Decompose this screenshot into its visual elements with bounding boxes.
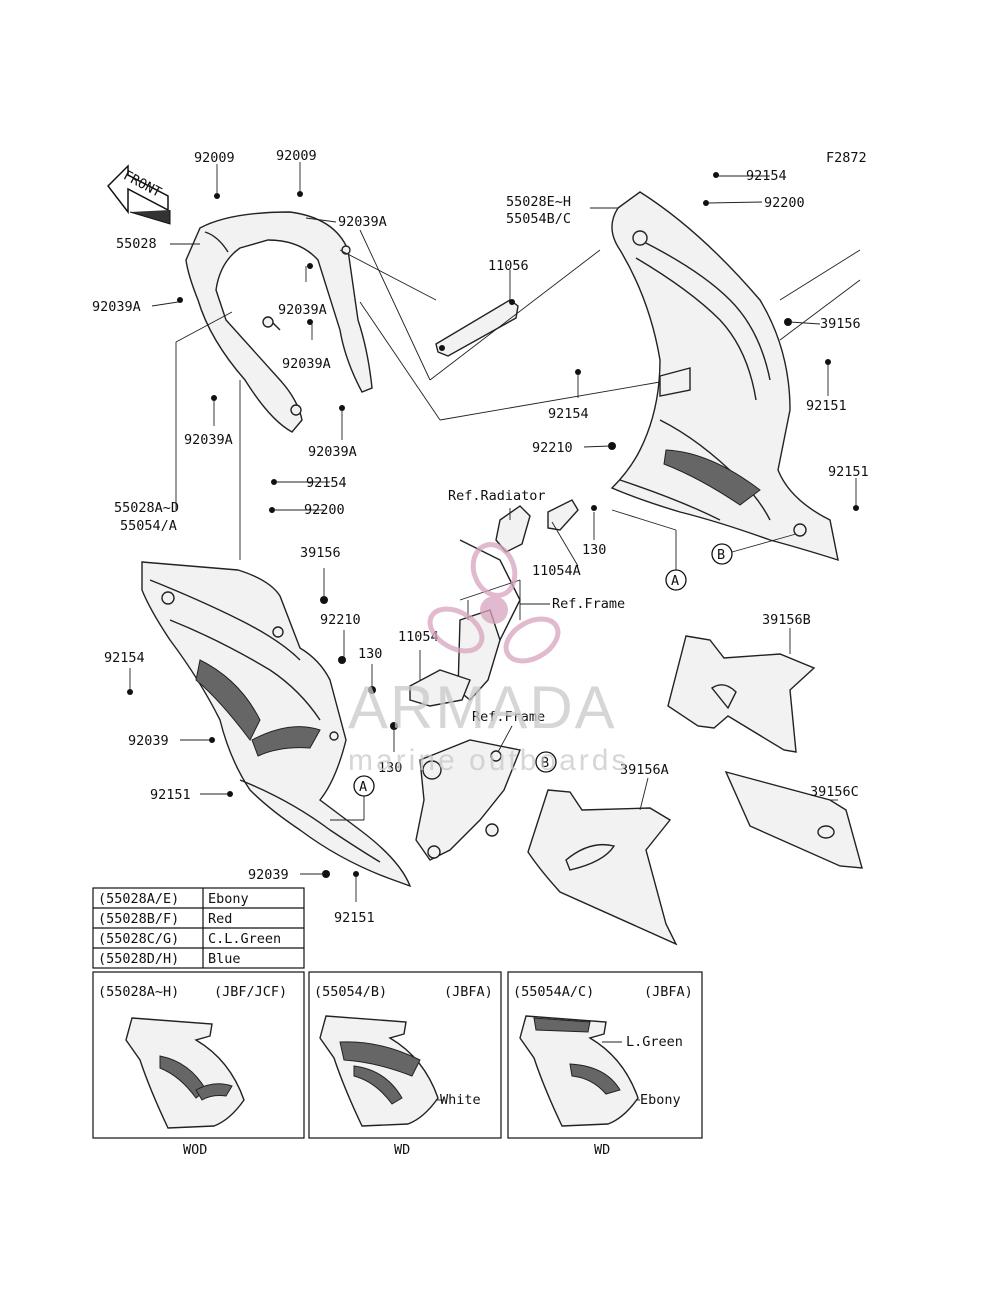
label-39156b: 39156B [762, 612, 811, 628]
color-table-code: (55028D/H) [98, 951, 179, 967]
label-92154-left: 92154 [306, 475, 347, 491]
color-table-color: Red [208, 911, 232, 927]
bracket-part-11056 [435, 299, 519, 357]
svg-text:WD: WD [394, 1142, 410, 1158]
label-39156-right: 39156 [820, 316, 861, 332]
variant-note-l-green: L.Green [626, 1034, 683, 1050]
label-11054: 11054 [398, 629, 439, 645]
label-92151-l1: 92151 [150, 787, 191, 803]
label-92009-a: 92009 [194, 150, 235, 166]
label-55028e-h: 55028E~H [506, 194, 571, 210]
watermark-brand: ARMADA [348, 674, 617, 741]
color-table: (55028A/E) Ebony (55028B/F) Red (55028C/… [92, 887, 305, 969]
svg-text:(JBF/JCF): (JBF/JCF) [214, 984, 287, 1000]
label-39156a: 39156A [620, 762, 669, 778]
label-92039a-2: 92039A [338, 214, 387, 230]
label-39156c: 39156C [810, 784, 859, 800]
svg-text:(55028A~H): (55028A~H) [98, 984, 179, 1000]
variant-box-wod: (55028A~H) (JBF/JCF) WOD [92, 971, 305, 1158]
sheet-part-39156a [527, 789, 678, 946]
label-ref-frame-1: Ref.Frame [552, 596, 625, 612]
label-92039a-4: 92039A [282, 356, 331, 372]
callout-b-right: B [711, 533, 797, 565]
variant-note-white: White [440, 1092, 481, 1108]
label-11054a: 11054A [532, 563, 581, 579]
color-table-color: C.L.Green [208, 931, 281, 947]
label-92039a-5: 92039A [184, 432, 233, 448]
label-92151-r1: 92151 [806, 398, 847, 414]
svg-text:A: A [671, 573, 679, 589]
label-92200-left: 92200 [304, 502, 345, 518]
variant-box-wd-white: (55054/B) (JBFA) White WD [308, 971, 502, 1158]
label-92151-l2: 92151 [334, 910, 375, 926]
svg-text:(JBFA): (JBFA) [444, 984, 493, 1000]
label-55054-a: 55054/A [120, 518, 177, 534]
color-table-code: (55028B/F) [98, 911, 179, 927]
label-92009-b: 92009 [276, 148, 317, 164]
variant-box-wd-green: (55054A/C) (JBFA) L.Green Ebony WD [507, 971, 703, 1158]
svg-text:A: A [359, 779, 367, 795]
callout-b-left: B [535, 751, 557, 773]
label-92039-2: 92039 [248, 867, 289, 883]
variant-note-ebony: Ebony [640, 1092, 681, 1108]
svg-text:(JBFA): (JBFA) [644, 984, 693, 1000]
label-92210-left: 92210 [320, 612, 361, 628]
color-table-code: (55028A/E) [98, 891, 179, 907]
callout-a-left: A [353, 775, 375, 797]
label-92154-top: 92154 [746, 168, 787, 184]
watermark-propeller-logo [427, 542, 561, 664]
front-direction-arrow: FRONT [107, 164, 171, 225]
label-55028a-d: 55028A~D [114, 500, 179, 516]
svg-text:WD: WD [594, 1142, 610, 1158]
sheet-part-39156b [667, 635, 816, 753]
label-92039a-3: 92039A [278, 302, 327, 318]
label-92039a-6: 92039A [308, 444, 357, 460]
label-92210-mid: 92210 [532, 440, 573, 456]
label-55054b-c: 55054B/C [506, 211, 571, 227]
label-130-top: 130 [582, 542, 606, 558]
svg-text:(55054/B): (55054/B) [314, 984, 387, 1000]
frame-bracket-assembly [368, 499, 597, 861]
color-table-color: Blue [208, 951, 241, 967]
watermark-tagline: marine outboards [348, 744, 629, 777]
callout-a-right: A [665, 569, 687, 591]
part-number-labels: 92009 92009 55028 92039A 92039A 92039A 9… [92, 148, 869, 926]
color-table-code: (55028C/G) [98, 931, 179, 947]
label-ref-radiator: Ref.Radiator [448, 488, 546, 504]
label-92039-1: 92039 [128, 733, 169, 749]
label-55028: 55028 [116, 236, 157, 252]
svg-text:B: B [541, 755, 549, 771]
right-fairing-part-55028e-h [610, 191, 839, 562]
label-92154-mid: 92154 [548, 406, 589, 422]
figure-code: F2872 [826, 150, 867, 166]
svg-text:B: B [717, 547, 725, 563]
inner-cowl-part-55028 [185, 211, 373, 433]
leader-lines [129, 162, 861, 1101]
label-92200-top: 92200 [764, 195, 805, 211]
color-table-color: Ebony [208, 891, 249, 907]
label-130-left: 130 [358, 646, 382, 662]
label-92151-r2: 92151 [828, 464, 869, 480]
armada-watermark: ARMADA marine outboards [348, 542, 629, 777]
svg-text:(55054A/C): (55054A/C) [513, 984, 594, 1000]
left-fairing-part-55028a-d [141, 561, 412, 888]
label-130-low: 130 [378, 760, 402, 776]
svg-text:WOD: WOD [183, 1142, 207, 1158]
label-11056: 11056 [488, 258, 529, 274]
label-39156-left: 39156 [300, 545, 341, 561]
label-ref-frame-2: Ref.Frame [472, 709, 545, 725]
label-92154-far: 92154 [104, 650, 145, 666]
label-92039a-1: 92039A [92, 299, 141, 315]
